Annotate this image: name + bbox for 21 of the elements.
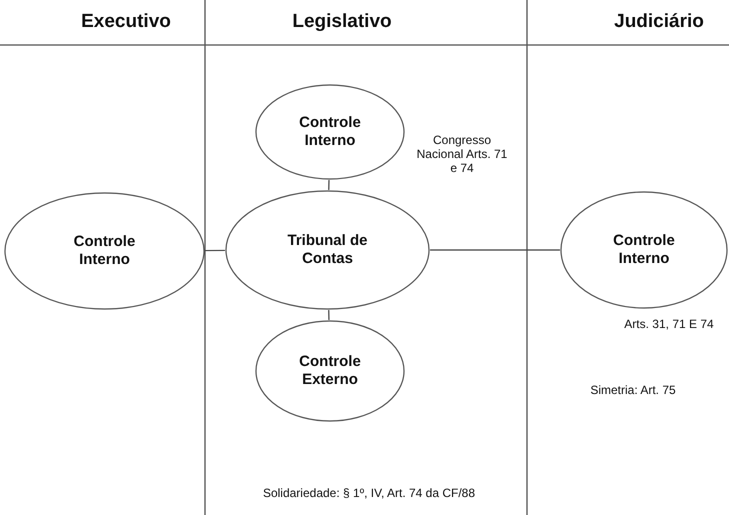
node-label: Tribunal de Contas <box>286 232 368 268</box>
column-heading: Judiciário <box>613 11 705 33</box>
annotation-text: Congresso Nacional Arts. 71 e 74 <box>416 133 508 175</box>
connector-line <box>205 250 225 252</box>
connector-line <box>328 180 330 190</box>
annotation-text: Simetria: Art. 75 <box>589 383 677 397</box>
node-label: Controle Interno <box>298 114 362 150</box>
connector-line <box>430 249 560 251</box>
node-label: Controle Interno <box>72 233 136 269</box>
ellipse-node <box>560 191 728 309</box>
ellipse-node <box>225 190 430 310</box>
node-label: Controle Interno <box>612 232 676 268</box>
ellipse-node <box>4 192 205 310</box>
annotation-text: Arts. 31, 71 E 74 <box>623 317 715 331</box>
ellipse-node <box>255 84 405 180</box>
column-heading: Legislativo <box>291 11 393 33</box>
node-label: Controle Externo <box>298 353 362 389</box>
connector-line <box>328 310 330 320</box>
ellipse-node <box>255 320 405 422</box>
column-heading: Executivo <box>80 11 172 33</box>
annotation-text: Solidariedade: § 1º, IV, Art. 74 da CF/88 <box>262 486 476 500</box>
